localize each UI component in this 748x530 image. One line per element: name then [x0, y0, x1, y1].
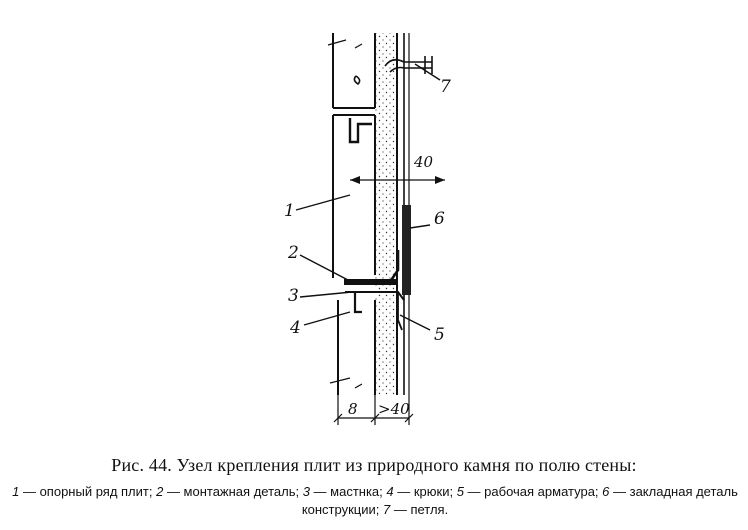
lower-stone-slab: [329, 300, 376, 395]
callout-1: 1: [284, 201, 295, 221]
embedded-part: [402, 205, 411, 295]
working-rebar: [397, 292, 403, 331]
callout-5: 5: [434, 325, 445, 345]
bottom-dimensions: [333, 395, 414, 425]
wall-joint-drawing: 40 8 >40 1 2 3 4 5 6 7: [284, 33, 451, 425]
callout-4: 4: [289, 318, 301, 338]
callout-2: 2: [287, 243, 299, 263]
legend-item-4: 4 — крюки;: [386, 484, 457, 499]
legend-item-6: 6 — закладная деталь конструкции;: [301, 484, 738, 517]
mounting-detail: [344, 250, 405, 314]
legend-item-7: 7 — петля.: [382, 502, 449, 517]
callout-6: 6: [434, 209, 445, 229]
dimension-label-40: 40: [413, 153, 434, 171]
dimension-label-8: 8: [348, 400, 358, 418]
legend-item-5: 5 — рабочая арматура;: [456, 484, 603, 499]
upper-stone-slab: [327, 33, 376, 109]
callout-7: 7: [440, 77, 451, 97]
callout-leaders: [295, 63, 441, 331]
dimension-label-gt40: >40: [378, 400, 410, 418]
figure-legend: 1 — опорный ряд плит; 2 — монтажная дета…: [6, 483, 744, 519]
legend-item-1: 1 — опорный ряд плит;: [12, 484, 157, 499]
support-slab-row: [332, 114, 376, 278]
legend-item-2: 2 — монтажная деталь;: [156, 484, 303, 499]
loop-detail: [353, 56, 433, 86]
legend-item-3: 3 — мастнка;: [302, 484, 387, 499]
callout-3: 3: [288, 286, 299, 306]
figure-caption-title: Рис. 44. Узел крепления плит из природно…: [111, 455, 637, 475]
dimension-40: [350, 176, 445, 184]
